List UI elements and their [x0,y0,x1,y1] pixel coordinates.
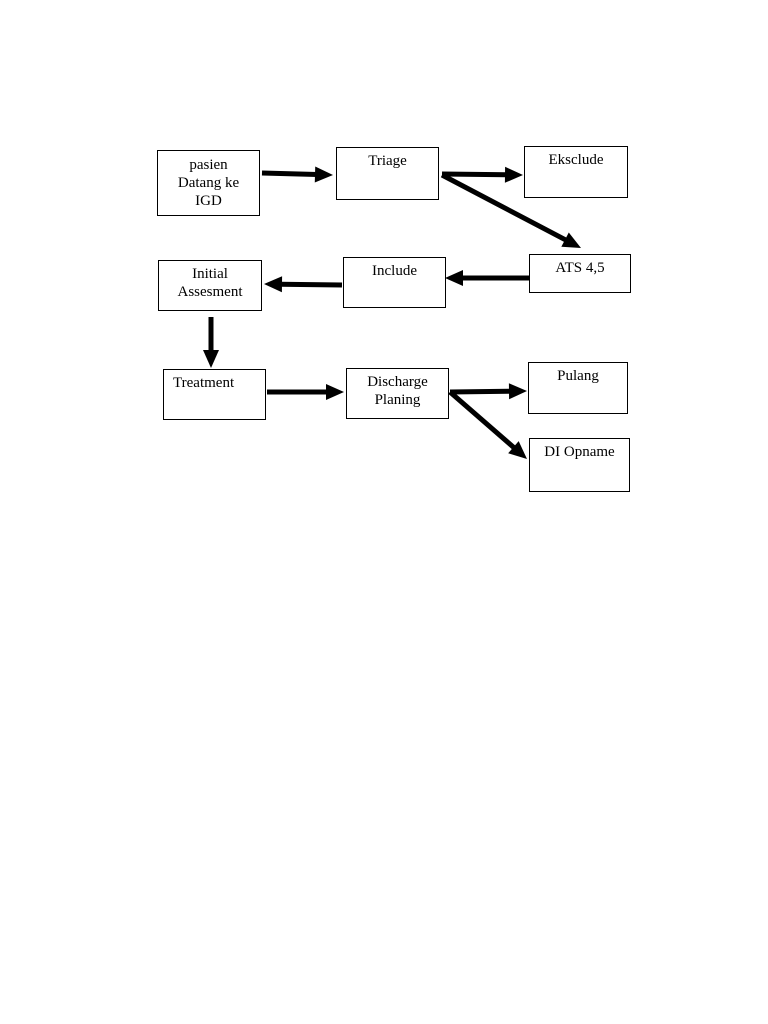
arrow-head [508,383,527,400]
arrow-head [203,350,219,368]
node-include: Include [343,257,446,308]
arrow-shaft [448,390,517,451]
arrow-ats-to-include [445,270,529,286]
arrow-discharge-to-opname [448,390,527,459]
node-initial-assesment: Initial Assesment [158,260,262,311]
node-di-opname: DI Opname [529,438,630,492]
arrow-shaft [441,171,508,178]
arrow-shaft [449,388,512,395]
arrow-head [508,441,527,459]
arrow-head [445,270,463,286]
arrow-shaft [279,281,343,288]
node-eksclude: Eksclude [524,146,628,198]
arrow-treatment-to-discharge [267,384,344,400]
arrow-discharge-to-pulang [449,383,527,400]
arrow-head [314,166,333,183]
arrow-include-to-initial [264,276,343,293]
node-pulang: Pulang [528,362,628,414]
arrow-head [326,384,344,400]
arrow-head [561,232,581,248]
arrow-initial-to-treatment [203,317,219,368]
node-ats: ATS 4,5 [529,254,631,293]
arrow-shaft [440,172,568,243]
arrow-pasien-to-triage [261,166,333,183]
node-triage: Triage [336,147,439,200]
arrow-head [264,276,283,293]
arrow-shaft [261,170,318,178]
arrow-triage-to-ekscl [441,166,523,183]
node-treatment: Treatment [163,369,266,420]
node-pasien: pasien Datang ke IGD [157,150,260,216]
node-discharge-planing: Discharge Planing [346,368,449,419]
arrow-triage-to-ats [440,172,581,248]
arrow-head [504,166,523,183]
